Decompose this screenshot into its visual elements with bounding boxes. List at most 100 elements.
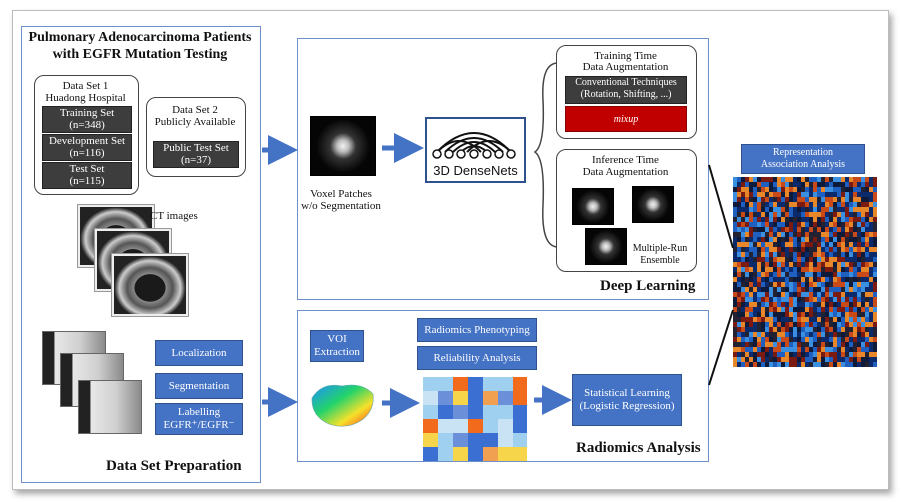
heatmap-cell — [809, 287, 813, 292]
heatmap-cell — [777, 287, 781, 292]
heatmap-cell — [789, 262, 793, 267]
heatmap-cell — [857, 207, 861, 212]
heatmap-cell — [849, 207, 853, 212]
heatmap-cell — [841, 267, 845, 272]
heatmap-cell — [753, 347, 757, 352]
heatmap-cell — [789, 302, 793, 307]
heatmap-cell — [809, 297, 813, 302]
heatmap-cell — [793, 332, 797, 337]
heatmap-cell — [861, 212, 865, 217]
heatmap-cell — [809, 357, 813, 362]
heatmap-cell — [777, 292, 781, 297]
heatmap-cell — [833, 237, 837, 242]
heatmap-cell — [785, 267, 789, 272]
heatmap-cell — [813, 312, 817, 317]
heatmap-cell — [757, 207, 761, 212]
association-heatmap — [733, 177, 877, 367]
heatmap-cell — [873, 252, 877, 257]
heatmap-cell — [869, 182, 873, 187]
heatmap-cell — [797, 192, 801, 197]
heatmap-cell — [825, 197, 829, 202]
feature-cell — [423, 405, 438, 419]
heatmap-cell — [785, 252, 789, 257]
heatmap-cell — [765, 327, 769, 332]
training-augmentation-title: Data Augmentation — [582, 61, 669, 73]
heatmap-cell — [821, 267, 825, 272]
heatmap-cell — [749, 257, 753, 262]
heatmap-cell — [829, 287, 833, 292]
heatmap-cell — [829, 292, 833, 297]
heatmap-cell — [813, 257, 817, 262]
heatmap-cell — [837, 257, 841, 262]
heatmap-cell — [841, 217, 845, 222]
heatmap-cell — [849, 302, 853, 307]
heatmap-cell — [813, 317, 817, 322]
radiomics-analysis-heading: Radiomics Analysis — [576, 440, 701, 456]
heatmap-cell — [845, 317, 849, 322]
heatmap-cell — [749, 327, 753, 332]
heatmap-cell — [781, 217, 785, 222]
heatmap-cell — [841, 177, 845, 182]
heatmap-cell — [789, 327, 793, 332]
heatmap-cell — [749, 182, 753, 187]
heatmap-cell — [873, 342, 877, 347]
heatmap-cell — [833, 297, 837, 302]
heatmap-cell — [861, 242, 865, 247]
heatmap-cell — [769, 197, 773, 202]
heatmap-cell — [849, 177, 853, 182]
heatmap-cell — [873, 292, 877, 297]
heatmap-cell — [749, 322, 753, 327]
heatmap-cell — [745, 227, 749, 232]
heatmap-cell — [733, 212, 737, 217]
heatmap-cell — [813, 202, 817, 207]
heatmap-cell — [857, 332, 861, 337]
heatmap-cell — [873, 267, 877, 272]
heatmap-cell — [841, 362, 845, 367]
heatmap-cell — [857, 197, 861, 202]
heatmap-cell — [869, 177, 873, 182]
heatmap-cell — [841, 197, 845, 202]
heatmap-cell — [797, 207, 801, 212]
heatmap-cell — [841, 312, 845, 317]
heatmap-cell — [873, 362, 877, 367]
heatmap-cell — [821, 207, 825, 212]
feature-cell — [498, 447, 513, 461]
heatmap-cell — [841, 187, 845, 192]
heatmap-cell — [777, 337, 781, 342]
heatmap-cell — [773, 282, 777, 287]
heatmap-cell — [849, 217, 853, 222]
heatmap-cell — [825, 272, 829, 277]
heatmap-cell — [825, 232, 829, 237]
heatmap-cell — [749, 307, 753, 312]
heatmap-cell — [737, 182, 741, 187]
heatmap-cell — [757, 252, 761, 257]
heatmap-cell — [821, 217, 825, 222]
test-set-label: Test Set — [69, 163, 105, 175]
heatmap-cell — [781, 307, 785, 312]
heatmap-cell — [769, 187, 773, 192]
heatmap-cell — [777, 192, 781, 197]
heatmap-cell — [773, 187, 777, 192]
heatmap-cell — [841, 337, 845, 342]
heatmap-cell — [797, 232, 801, 237]
heatmap-cell — [741, 292, 745, 297]
heatmap-cell — [829, 202, 833, 207]
heatmap-cell — [757, 307, 761, 312]
localization-box: Localization — [155, 340, 243, 366]
heatmap-cell — [733, 277, 737, 282]
heatmap-cell — [853, 352, 857, 357]
heatmap-cell — [745, 262, 749, 267]
heatmap-cell — [777, 342, 781, 347]
heatmap-cell — [757, 197, 761, 202]
heatmap-cell — [853, 312, 857, 317]
heatmap-cell — [817, 207, 821, 212]
heatmap-cell — [777, 187, 781, 192]
heatmap-cell — [825, 177, 829, 182]
heatmap-cell — [737, 177, 741, 182]
heatmap-cell — [761, 212, 765, 217]
heatmap-cell — [757, 177, 761, 182]
heatmap-cell — [789, 352, 793, 357]
heatmap-cell — [837, 182, 841, 187]
heatmap-cell — [849, 252, 853, 257]
heatmap-cell — [837, 312, 841, 317]
